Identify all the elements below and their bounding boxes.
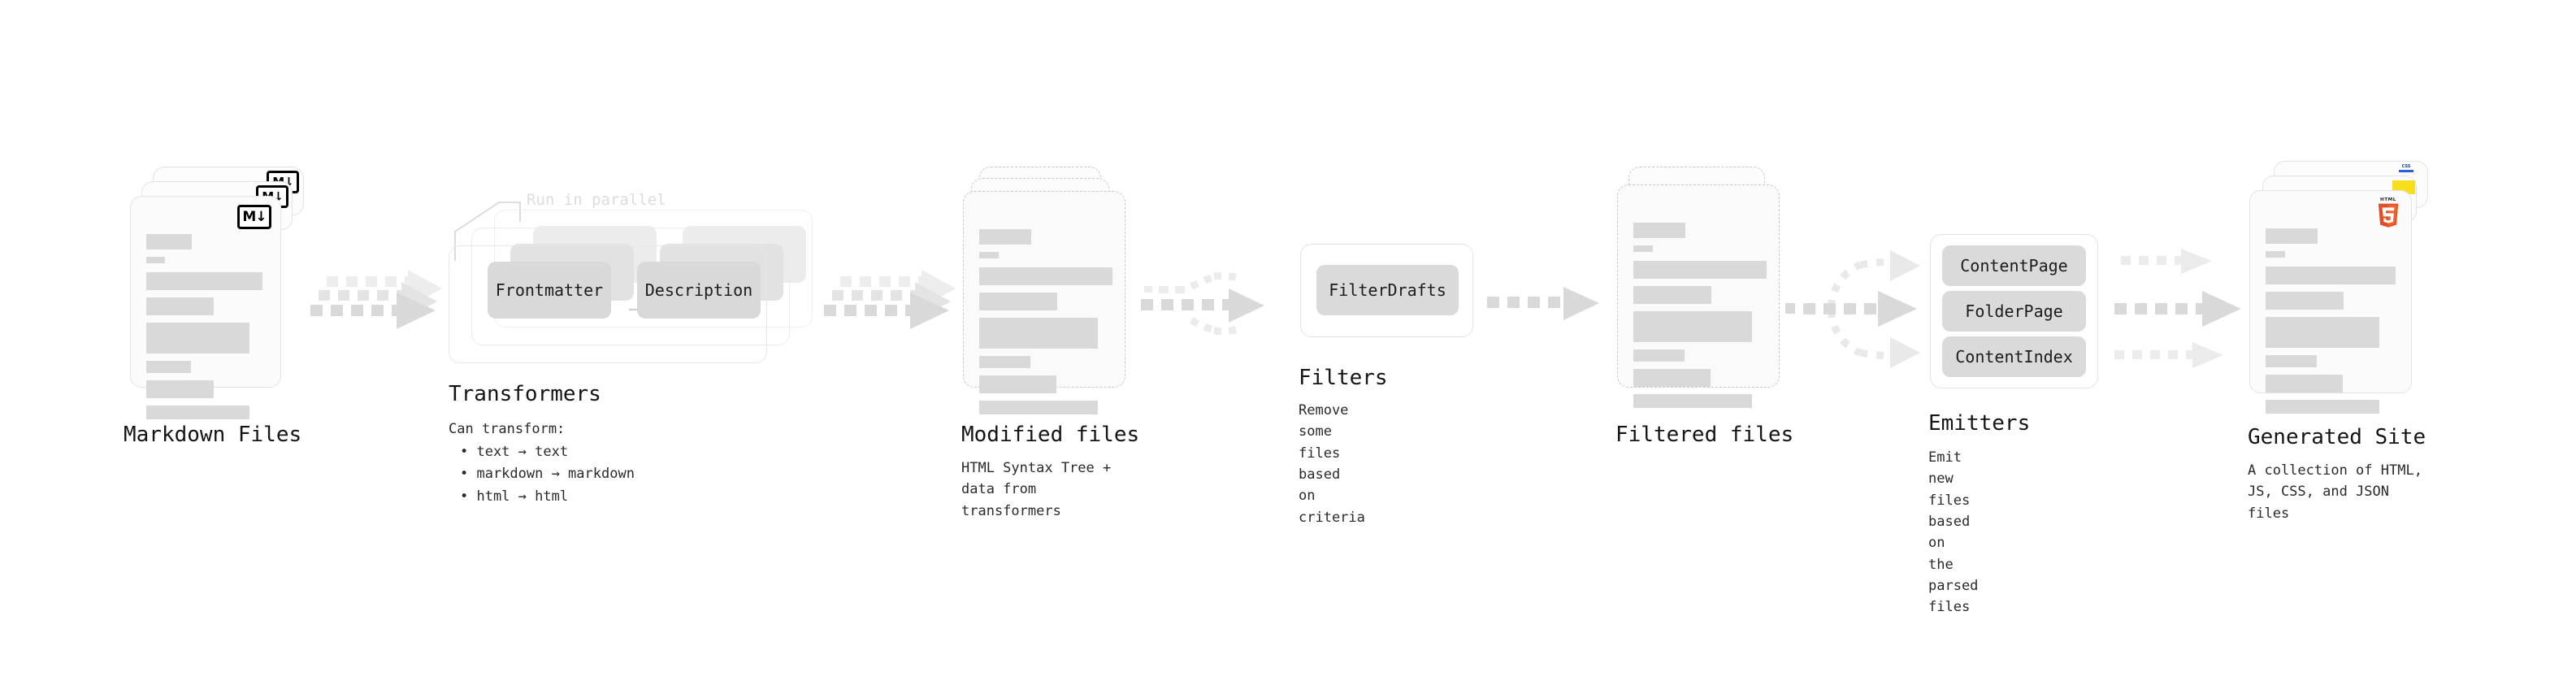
arrow-emitters-to-site	[2114, 249, 2241, 368]
filtered-files-title: Filtered files	[1615, 423, 1794, 447]
transformers-list-intro: Can transform:	[449, 421, 566, 437]
transformer-node-description[interactable]: Description	[637, 262, 761, 319]
modified-file-stack	[963, 167, 1138, 414]
transformer-node-frontmatter[interactable]: Frontmatter	[488, 262, 611, 319]
emitter-node-contentpage[interactable]: ContentPage	[1942, 245, 2086, 286]
html5-icon: HTML	[2378, 197, 2399, 228]
transformer-group-box-2	[471, 228, 790, 345]
stage-generated-site: CSS HTML	[2248, 161, 2436, 522]
css-icon: CSS	[2399, 165, 2413, 174]
modified-card-front	[963, 191, 1125, 414]
markdown-files-title: Markdown Files	[124, 423, 302, 447]
svg-text:HTML: HTML	[2380, 197, 2396, 202]
filtered-file-stack	[1617, 167, 1792, 410]
emitters-title: Emitters	[1928, 411, 2031, 436]
arrow-modified-to-filters	[1141, 272, 1264, 335]
markdown-card-content-lines	[146, 234, 267, 427]
filtered-card-front	[1617, 184, 1780, 408]
modified-files-title: Modified files	[961, 423, 1140, 447]
emitter-node-folderpage[interactable]: FolderPage	[1942, 291, 2086, 332]
arrow-filters-to-filtered	[1487, 287, 1599, 320]
transformers-list-item-text: • text → text	[460, 443, 569, 460]
transformers-title: Transformers	[449, 382, 601, 406]
modified-files-subtitle: HTML Syntax Tree + data from transformer…	[961, 460, 1112, 519]
filter-node-filterdrafts[interactable]: FilterDrafts	[1316, 265, 1459, 315]
site-card-front-html: HTML	[2249, 190, 2412, 414]
generated-site-title: Generated Site	[2248, 425, 2426, 449]
markdown-file-stack: M↓ M↓ M↓	[130, 167, 305, 419]
stage-modified-files: Modified files HTML Syntax Tree + data f…	[961, 167, 1139, 519]
modified-card-content-lines	[979, 229, 1112, 422]
transformers-capability-list: Can transform: • text → text • markdown …	[449, 419, 635, 508]
generated-site-stack: CSS HTML	[2249, 161, 2436, 414]
run-in-parallel-label: Run in parallel	[527, 191, 666, 209]
transformers-list-item-html: • html → html	[460, 488, 569, 505]
stage-markdown-files: M↓ M↓ M↓ Markdown Files	[124, 167, 305, 447]
arrow-transformers-to-modified	[824, 270, 956, 329]
emitter-node-contentindex[interactable]: ContentIndex	[1942, 336, 2086, 377]
arrow-markdown-to-transformers	[310, 270, 442, 329]
arrow-filtered-to-emitters	[1785, 250, 1920, 368]
filters-subtitle: Remove some files based on criteria	[1299, 402, 1365, 526]
filters-title: Filters	[1299, 366, 1388, 390]
transformers-list-item-markdown: • markdown → markdown	[460, 466, 635, 483]
emitters-subtitle: Emit new files based on the parsed files	[1928, 449, 1979, 616]
transformer-group-box-1	[449, 245, 767, 363]
css-wordmark: CSS	[2401, 164, 2411, 169]
stage-filtered-files: Filtered files	[1615, 167, 1793, 447]
generated-site-subtitle: A collection of HTML, JS, CSS, and JSON …	[2248, 462, 2422, 522]
filtered-card-content-lines	[1633, 223, 1767, 415]
markdown-card-front: M↓	[130, 196, 281, 419]
site-card-content-lines	[2266, 228, 2398, 421]
markdown-badge-front: M↓	[237, 205, 271, 229]
parallel-bracket	[454, 202, 521, 261]
